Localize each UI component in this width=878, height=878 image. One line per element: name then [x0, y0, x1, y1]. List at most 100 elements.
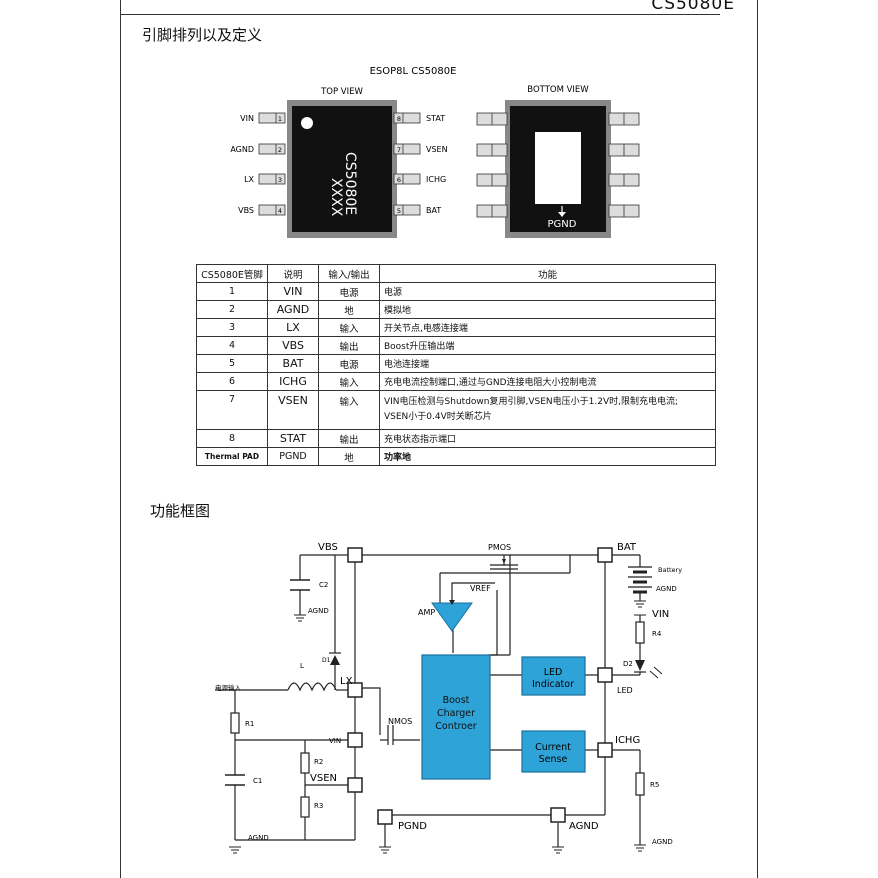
top-left-pins: 1 VIN 2 AGND 3 LX 4 VBS [230, 112, 286, 216]
pin-7-num: 7 [397, 146, 401, 154]
bottom-pins [476, 112, 640, 218]
block-section-title: 功能框图 [150, 502, 211, 520]
pin-6-name: ICHG [426, 175, 446, 184]
cell-func: 功率地 [379, 447, 716, 466]
label-vbs: VBS [318, 542, 338, 553]
chip-mark-1: CS5080E [342, 152, 358, 215]
table-row: 6 ICHG 输入 充电电流控制端口,通过与GND连接电阻大小控制电流 [196, 372, 716, 391]
label-r3: R3 [314, 802, 323, 810]
pin-3-name: LX [244, 175, 254, 184]
pin-6-num: 6 [397, 176, 401, 184]
boost-controller-block [421, 654, 491, 780]
pin-1-name: VIN [240, 114, 254, 123]
label-r5: R5 [650, 781, 659, 789]
header-name: 说明 [267, 264, 319, 283]
cell-io: 输入 [318, 318, 380, 337]
cell-name: LX [267, 318, 319, 337]
cell-pin: 2 [196, 300, 268, 319]
pgnd-arrow-head [558, 212, 566, 217]
cell-func: 开关节点,电感连接端 [379, 318, 716, 337]
pin-table: CS5080E管脚 说明 输入/输出 功能 1 VIN 电源 电源 2 AGND… [196, 264, 716, 466]
cell-func: 电源 [379, 282, 716, 301]
cell-name: STAT [267, 429, 319, 448]
cell-pin: 3 [196, 318, 268, 337]
label-agnd-battery: AGND [656, 585, 677, 593]
header-io: 输入/输出 [318, 264, 380, 283]
pin-2-num: 2 [278, 146, 282, 154]
cell-name: BAT [267, 354, 319, 373]
block-diagram: VBS BAT PMOS Battery AGND VREF AMP C2 AG… [215, 542, 682, 854]
cell-io: 地 [318, 447, 380, 466]
pin-8-name: STAT [426, 114, 445, 123]
label-cs-2: Sense [539, 754, 568, 765]
pin1-marker [301, 117, 313, 129]
label-ichg: ICHG [615, 735, 640, 746]
label-vref: VREF [470, 584, 491, 593]
label-led: LED [617, 686, 633, 695]
cell-io: 输出 [318, 429, 380, 448]
label-pgnd: PGND [398, 821, 427, 832]
cell-pin: 5 [196, 354, 268, 373]
pin-5-name: BAT [426, 206, 441, 215]
top-view-label: TOP VIEW [320, 87, 363, 97]
label-cs-1: Current [535, 742, 571, 753]
label-pmos: PMOS [488, 543, 511, 552]
cell-name: VIN [267, 282, 319, 301]
pin-4-name: VBS [238, 206, 254, 215]
label-boost-1: Boost [443, 695, 470, 706]
cell-name: VSEN [267, 390, 319, 430]
chip-mark-2: XXXX [328, 178, 344, 217]
table-row: 2 AGND 地 模拟地 [196, 300, 716, 319]
table-row: 7 VSEN 输入 VIN电压检测与Shutdown复用引脚,VSEN电压小于1… [196, 390, 716, 430]
label-agnd-left: AGND [248, 834, 269, 842]
cell-func: Boost升压输出端 [379, 336, 716, 355]
table-row: Thermal PAD PGND 地 功率地 [196, 447, 716, 466]
table-row: 8 STAT 输出 充电状态指示端口 [196, 429, 716, 448]
pin-5-num: 5 [397, 207, 401, 215]
label-vin-led: VIN [652, 609, 669, 620]
cell-io: 输入 [318, 390, 380, 430]
header-func: 功能 [379, 264, 716, 283]
d2-light-2 [653, 666, 663, 675]
label-boost-3: Controer [435, 721, 477, 732]
label-agnd-chip: AGND [569, 821, 599, 832]
pgnd-label: PGND [548, 219, 577, 230]
d1-symbol [330, 655, 340, 665]
cell-func: 电池连接端 [379, 354, 716, 373]
label-vsen: VSEN [310, 773, 337, 784]
cell-pin: 6 [196, 372, 268, 391]
label-vin-pin: VIN [329, 737, 341, 745]
thermal-pad [535, 132, 581, 204]
cell-name: VBS [267, 336, 319, 355]
header-pin: CS5080E管脚 [196, 264, 268, 283]
pinout-section-title: 引脚排列以及定义 [142, 26, 263, 44]
label-agnd-c2: AGND [308, 607, 329, 615]
cell-pin: Thermal PAD [196, 447, 268, 466]
label-r2: R2 [314, 758, 323, 766]
cell-name: PGND [267, 447, 319, 466]
bottom-view-label: BOTTOM VIEW [527, 85, 589, 95]
label-nmos: NMOS [388, 717, 412, 726]
current-sense-block [521, 730, 586, 773]
table-header-row: CS5080E管脚 说明 输入/输出 功能 [196, 264, 716, 283]
table-row: 1 VIN 电源 电源 [196, 282, 716, 301]
cell-io: 地 [318, 300, 380, 319]
cell-name: AGND [267, 300, 319, 319]
chip-pin-pads [347, 547, 613, 825]
label-r1: R1 [245, 720, 254, 728]
label-input: 电源输入 [215, 683, 242, 692]
top-right-pins: 8 STAT 7 VSEN 6 ICHG 5 BAT [393, 112, 448, 216]
label-r4: R4 [652, 630, 662, 638]
table-row: 4 VBS 输出 Boost升压输出端 [196, 336, 716, 355]
d2-light-1 [649, 670, 659, 679]
pin-1-num: 1 [278, 115, 282, 123]
cell-io: 电源 [318, 282, 380, 301]
label-battery: Battery [658, 566, 682, 574]
capacitors [225, 579, 310, 786]
pin-4-num: 4 [278, 207, 282, 215]
package-diagram: ESOP8L CS5080E TOP VIEW BOTTOM VIEW CS50… [230, 66, 640, 238]
cell-pin: 7 [196, 390, 268, 430]
cell-pin: 4 [196, 336, 268, 355]
amp-symbol [431, 602, 473, 632]
